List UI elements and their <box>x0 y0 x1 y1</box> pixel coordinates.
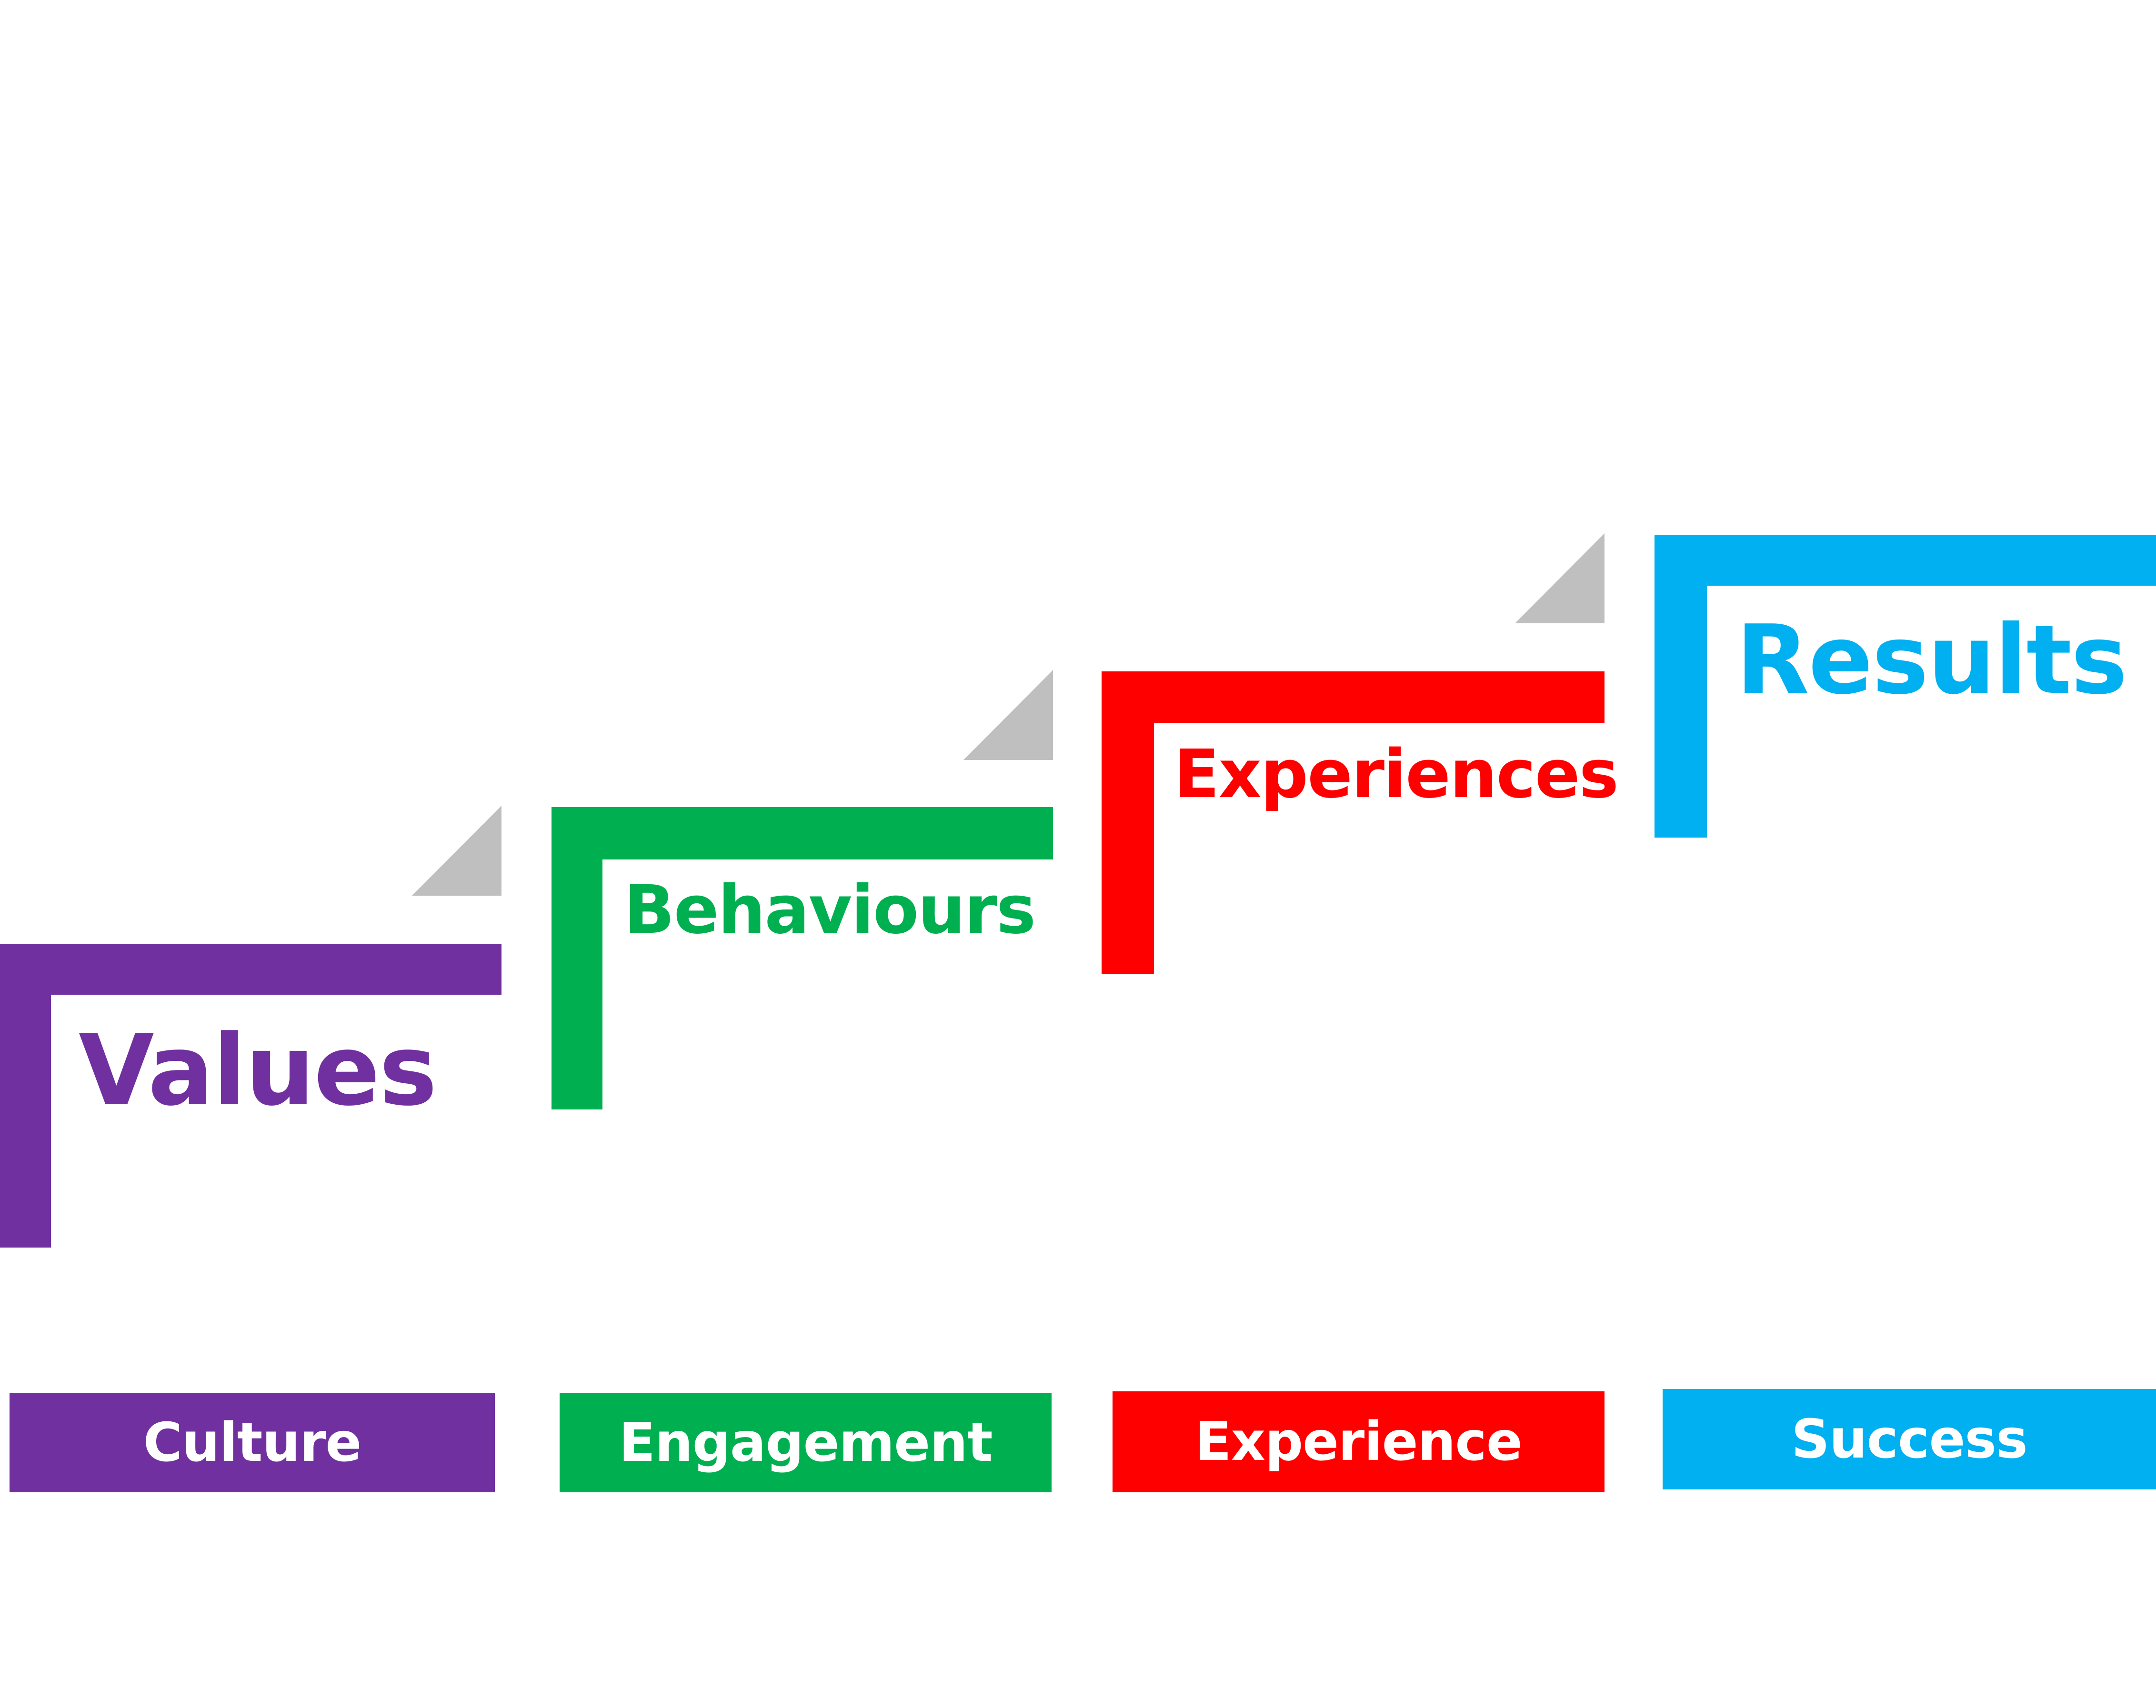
step-arrow-icon <box>1515 533 1604 623</box>
values-bracket-top <box>0 944 501 995</box>
step-arrow-icon <box>412 806 501 896</box>
culture-box: Culture <box>10 1393 495 1492</box>
engagement-label: Engagement <box>619 1411 993 1474</box>
step-arrow-icon <box>963 670 1053 760</box>
experience-box: Experience <box>1113 1391 1604 1492</box>
results-label: Results <box>1736 605 2127 716</box>
experiences-bracket-side <box>1102 671 1154 974</box>
experience-label: Experience <box>1195 1411 1523 1473</box>
values-bracket-side <box>0 944 51 1248</box>
success-label: Success <box>1791 1408 2027 1470</box>
culture-label: Culture <box>143 1411 362 1474</box>
experiences-bracket-top <box>1102 671 1604 723</box>
values-label: Values <box>79 1014 437 1128</box>
engagement-box: Engagement <box>560 1393 1052 1492</box>
results-bracket-side <box>1655 535 1707 838</box>
behaviours-bracket-top <box>552 807 1053 859</box>
behaviours-bracket-side <box>552 807 602 1109</box>
behaviours-label: Behaviours <box>624 871 1036 949</box>
success-box: Success <box>1663 1389 2156 1489</box>
results-bracket-top <box>1655 535 2156 586</box>
experiences-label: Experiences <box>1174 736 1619 813</box>
